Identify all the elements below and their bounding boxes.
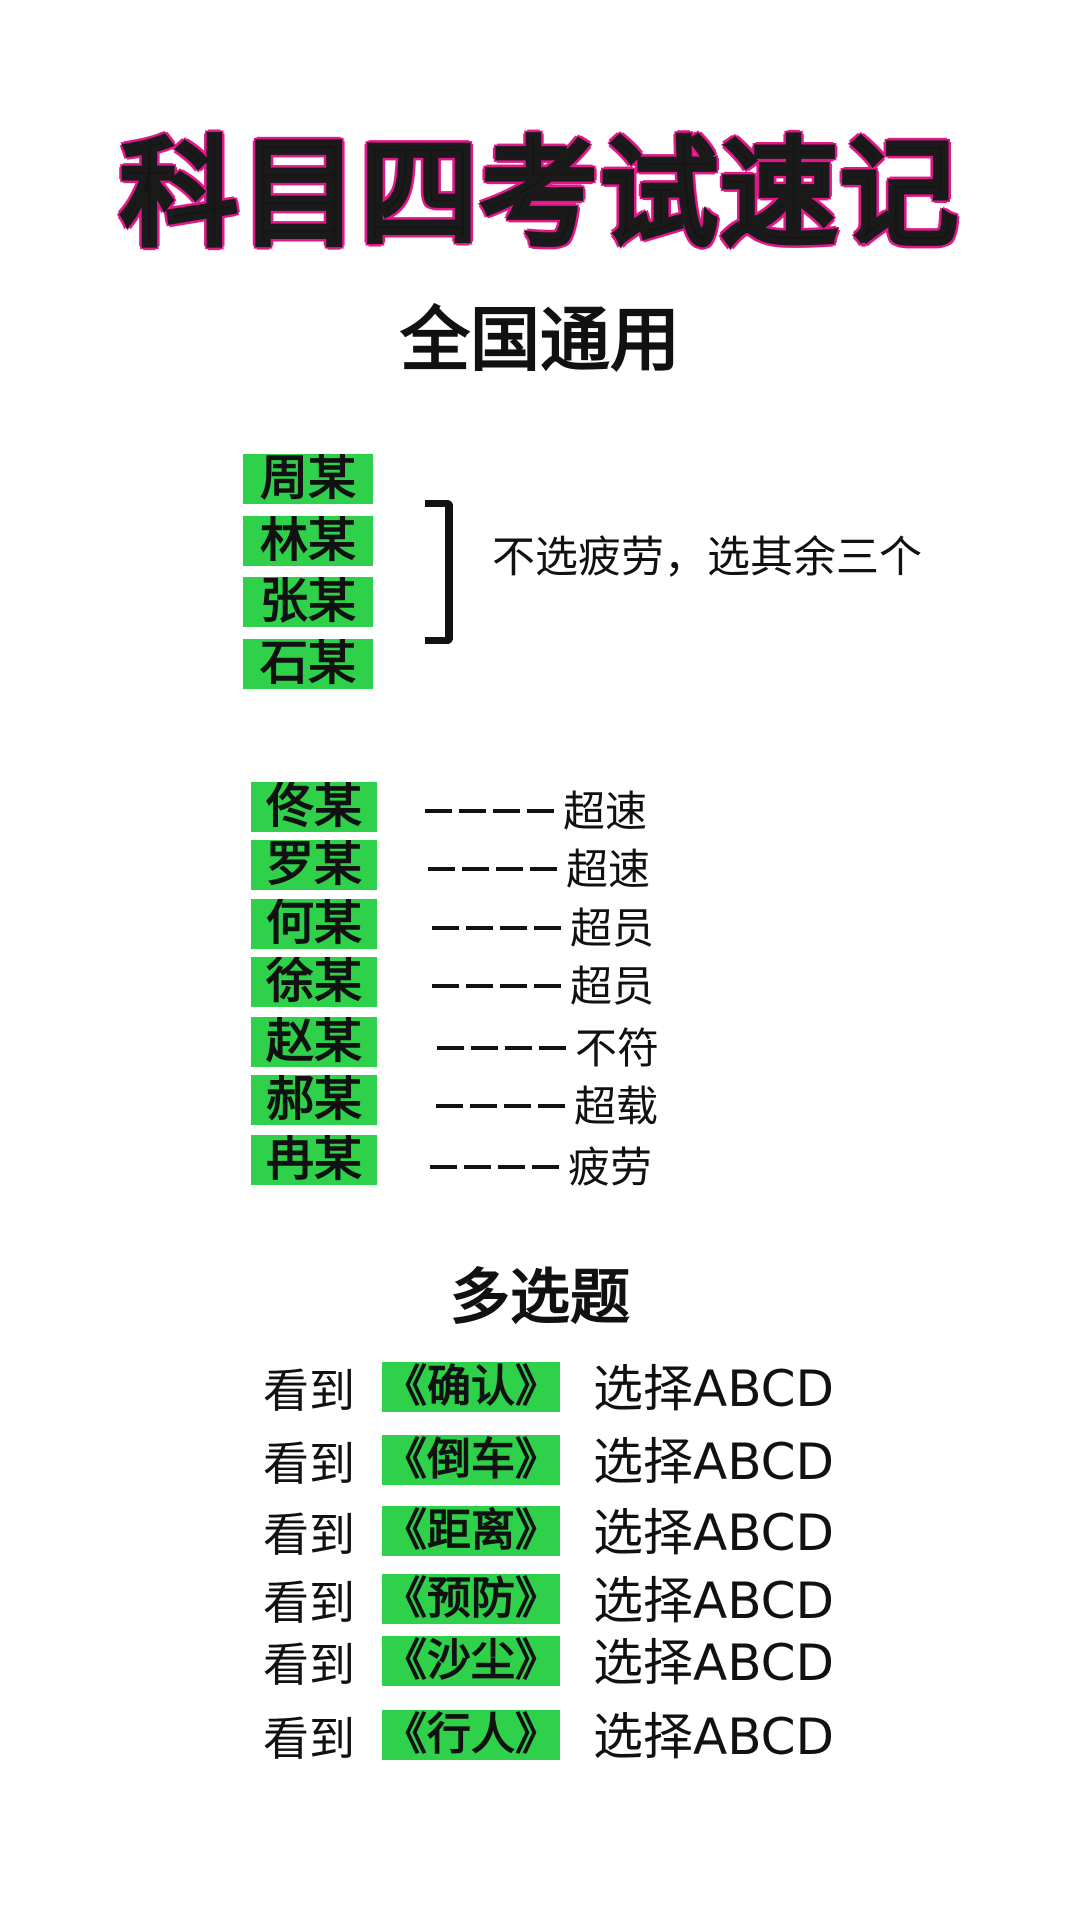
- dash-line: [432, 925, 568, 930]
- name-tag: 张某: [243, 577, 373, 627]
- name-tag: 罗某: [251, 840, 377, 890]
- answer-text: 选择ABCD: [593, 1504, 835, 1562]
- result-row: 不符: [437, 1028, 659, 1070]
- dash-line: [436, 1103, 572, 1108]
- name-tag: 佟某: [251, 782, 377, 832]
- result-text: 超速: [566, 845, 651, 894]
- keyword-tag: 《距离》: [382, 1506, 560, 1556]
- name-tag: 徐某: [251, 957, 377, 1007]
- see-label: 看到: [263, 1638, 355, 1692]
- name-tag: 石某: [243, 639, 373, 689]
- result-row: 超员: [432, 966, 654, 1008]
- see-label: 看到: [263, 1437, 355, 1491]
- name-tag: 何某: [251, 899, 377, 949]
- see-label: 看到: [263, 1364, 355, 1418]
- result-row: 疲劳: [430, 1147, 652, 1189]
- dash-line: [425, 808, 561, 813]
- answer-text: 选择ABCD: [593, 1433, 835, 1491]
- name-tag: 郝某: [251, 1075, 377, 1125]
- keyword-tag: 《沙尘》: [382, 1636, 560, 1686]
- multi-choice-title: 多选题: [450, 1263, 630, 1333]
- keyword-tag: 《行人》: [382, 1710, 560, 1760]
- keyword-tag: 《倒车》: [382, 1435, 560, 1485]
- see-label: 看到: [263, 1712, 355, 1766]
- dash-line: [428, 866, 564, 871]
- result-text: 疲劳: [568, 1143, 653, 1192]
- dash-line: [430, 1164, 566, 1169]
- dash-line: [437, 1045, 573, 1050]
- result-text: 超员: [570, 904, 655, 953]
- name-tag: 林某: [243, 516, 373, 566]
- answer-text: 选择ABCD: [593, 1634, 835, 1692]
- page-title: 科目四考试速记: [118, 125, 960, 263]
- see-label: 看到: [263, 1508, 355, 1562]
- result-text: 超载: [574, 1082, 659, 1131]
- name-tag: 周某: [243, 454, 373, 504]
- bracket-note: 不选疲劳，选其余三个: [492, 533, 922, 583]
- result-text: 不符: [575, 1024, 660, 1073]
- keyword-tag: 《确认》: [382, 1362, 560, 1412]
- see-label: 看到: [263, 1576, 355, 1630]
- name-tag: 冉某: [251, 1135, 377, 1185]
- result-row: 超载: [436, 1086, 658, 1128]
- page-subtitle: 全国通用: [400, 299, 680, 381]
- answer-text: 选择ABCD: [593, 1708, 835, 1766]
- keyword-tag: 《预防》: [382, 1574, 560, 1624]
- result-text: 超速: [563, 787, 648, 836]
- dash-line: [432, 983, 568, 988]
- result-row: 超速: [425, 791, 647, 833]
- result-row: 超速: [428, 849, 650, 891]
- right-bracket: [425, 500, 453, 644]
- result-text: 超员: [570, 962, 655, 1011]
- name-tag: 赵某: [251, 1017, 377, 1067]
- answer-text: 选择ABCD: [593, 1360, 835, 1418]
- answer-text: 选择ABCD: [593, 1572, 835, 1630]
- result-row: 超员: [432, 908, 654, 950]
